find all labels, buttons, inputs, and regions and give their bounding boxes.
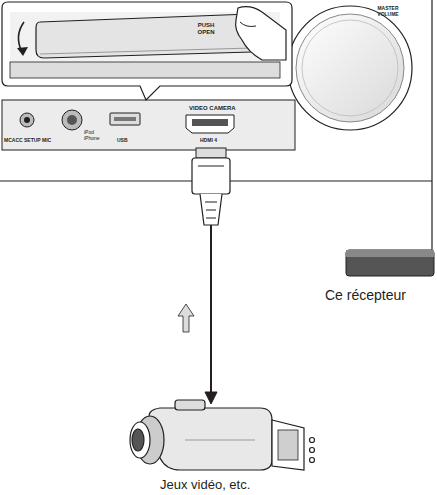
volume-knob (288, 6, 412, 130)
jack-label: HDMI 4 (200, 138, 230, 144)
jack-label: MCACC SETUP MIC (4, 138, 74, 144)
jack-label: VIDEO CAMERA (189, 105, 249, 112)
receiver (0, 0, 434, 276)
knob-label: MASTER VOLUME (368, 6, 408, 17)
jack-label: iPod iPhone (84, 130, 106, 141)
camcorder (130, 400, 315, 470)
front-panel (2, 100, 295, 150)
hdmi-cable (192, 148, 230, 404)
button-label: PUSH OPEN (192, 22, 220, 35)
device-label: Ce récepteur (325, 288, 406, 302)
device-label: Jeux vidéo, etc. (160, 478, 250, 491)
signal-arrow (178, 304, 194, 332)
jack-label: USB (117, 138, 147, 144)
callout-bubble (2, 2, 292, 100)
